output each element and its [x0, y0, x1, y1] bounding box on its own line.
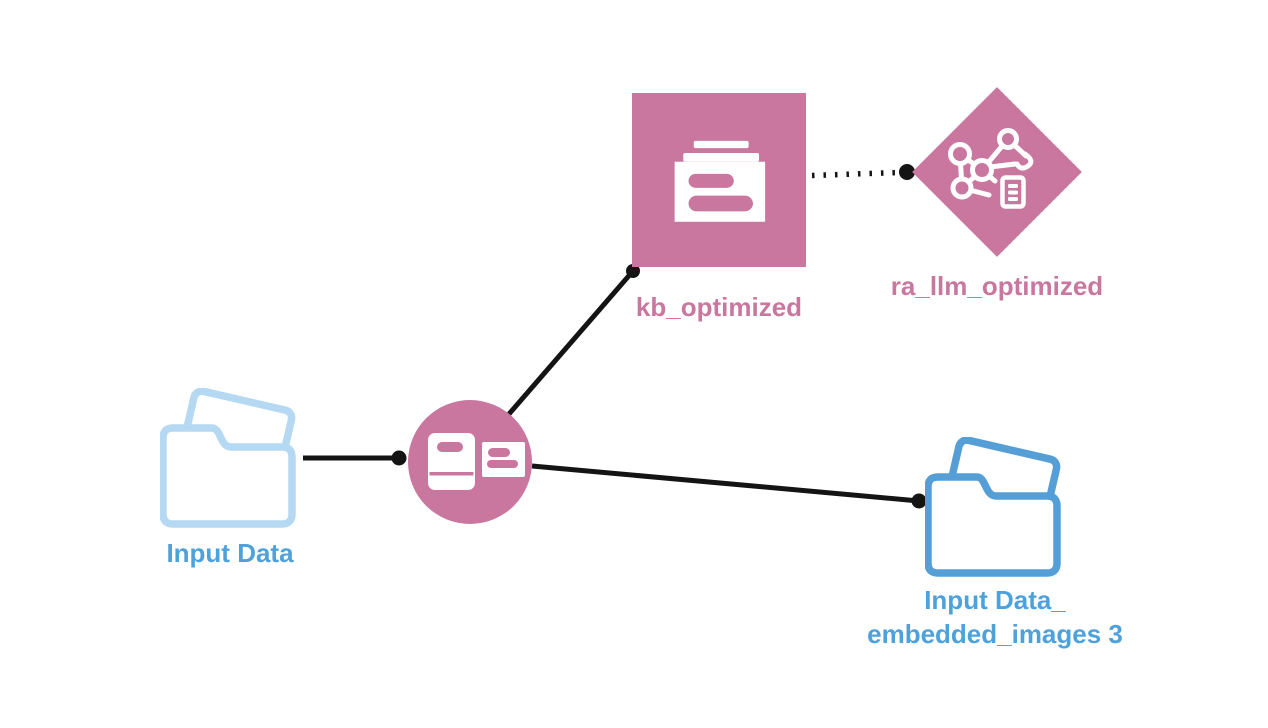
node-label: kb_optimized — [635, 292, 803, 322]
folder-icon — [159, 387, 296, 528]
node-output-folder[interactable]: Input Data_ embedded_images 3 — [867, 436, 1123, 653]
folder-body — [159, 424, 296, 528]
edge-endpoint-dot — [899, 164, 915, 180]
node-label: Input Data — [166, 538, 294, 568]
edge-line — [507, 269, 635, 416]
node-embed-recipe[interactable] — [408, 400, 532, 524]
node-input-folder[interactable]: Input Data — [159, 387, 300, 570]
document-glyph — [1000, 175, 1026, 209]
embed-documents-icon — [428, 433, 525, 490]
edge-input-to-embed[interactable] — [303, 450, 407, 466]
node-knowledge-bank[interactable]: kb_optimized — [632, 93, 806, 323]
node-ra-llm[interactable]: ra_llm_optimized — [891, 87, 1103, 317]
node-label-line2: embedded_images 3 — [867, 619, 1123, 649]
node-label: ra_llm_optimized — [890, 271, 1104, 301]
network-graph-icon — [948, 128, 1034, 209]
edge-kb-to-ra-llm[interactable] — [811, 164, 915, 180]
node-label-line1: Input Data_ — [924, 585, 1066, 615]
edge-endpoint-dot — [391, 450, 407, 466]
edge-line — [531, 463, 920, 504]
node-label: Input Data_ embedded_images 3 — [845, 583, 1145, 651]
folder-body — [924, 473, 1061, 577]
edge-dotted-line — [811, 169, 899, 179]
edge-endpoint-dot — [626, 264, 640, 278]
card-stack-icon — [674, 140, 766, 222]
edge-endpoint-dot — [911, 493, 927, 509]
folder-icon — [924, 436, 1061, 577]
edge-embed-to-output[interactable] — [531, 463, 927, 509]
edge-embed-to-kb[interactable] — [507, 264, 640, 416]
